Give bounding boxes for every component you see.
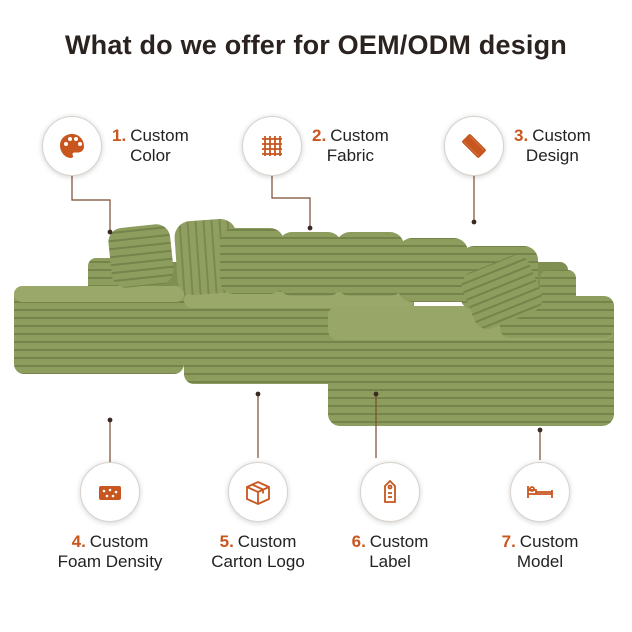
feature-label-line2: Model xyxy=(516,552,564,571)
feature-label-line2: Color xyxy=(130,146,171,165)
feature-custom-fabric: 2.Custom Fabric xyxy=(242,116,389,176)
bed-icon xyxy=(527,486,553,498)
feature-label-line2: Design xyxy=(525,146,579,165)
feature-number: 4. xyxy=(71,532,86,551)
feature-custom-carton-logo: 5.Custom Carton Logo xyxy=(208,462,308,572)
feature-label-line1: Custom xyxy=(519,532,579,551)
feature-custom-design: 3.Custom Design xyxy=(444,116,591,176)
feature-label-line1: Custom xyxy=(532,126,591,145)
feature-number: 6. xyxy=(351,532,366,551)
feature-custom-foam-density: 4.Custom Foam Density xyxy=(57,462,163,572)
feature-label-line1: Custom xyxy=(237,532,297,551)
feature-label-line1: Custom xyxy=(330,126,389,145)
feature-label-line2: Carton Logo xyxy=(211,552,305,571)
foam-icon xyxy=(99,486,121,500)
feature-label-line2: Label xyxy=(369,552,411,571)
feature-custom-color: 1.Custom Color xyxy=(42,116,189,176)
feature-number: 7. xyxy=(501,532,516,551)
feature-label-line2: Fabric xyxy=(326,146,374,165)
feature-custom-model: 7.Custom Model xyxy=(490,462,590,572)
feature-label-line2: Foam Density xyxy=(57,552,163,571)
page-title: What do we offer for OEM/ODM design xyxy=(65,30,567,60)
fabric-icon xyxy=(262,136,282,156)
palette-icon xyxy=(60,134,84,158)
feature-label-line1: Custom xyxy=(369,532,429,551)
feature-number: 2. xyxy=(312,126,327,145)
feature-number: 5. xyxy=(219,532,234,551)
feature-number: 1. xyxy=(112,126,127,145)
carton-box-icon xyxy=(246,481,270,505)
feature-label-line1: Custom xyxy=(89,532,149,551)
feature-number: 3. xyxy=(514,126,529,145)
tag-icon xyxy=(384,479,396,503)
pencil-ruler-icon xyxy=(462,134,486,158)
feature-custom-label: 6.Custom Label xyxy=(340,462,440,572)
feature-label-line1: Custom xyxy=(130,126,189,145)
